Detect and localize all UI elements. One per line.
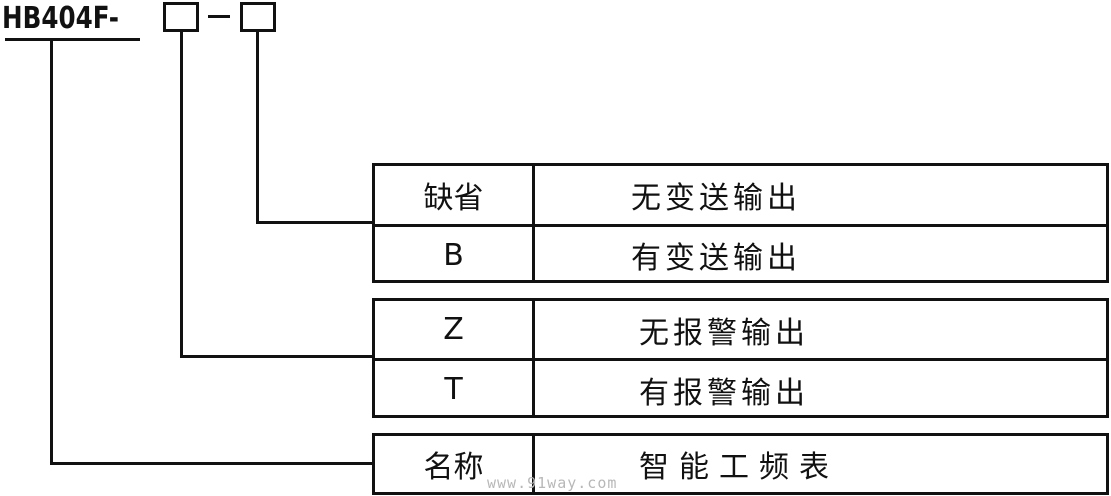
connector-transmit-vertical bbox=[256, 32, 259, 224]
table-row: Z 无报警输出 bbox=[375, 301, 1106, 358]
name-label: 名称 bbox=[375, 436, 535, 492]
separator-dash bbox=[208, 15, 230, 18]
transmit-option-slot bbox=[240, 2, 276, 32]
table-row: T 有报警输出 bbox=[375, 358, 1106, 418]
option-description: 无变送输出 bbox=[631, 181, 801, 216]
model-underline bbox=[5, 38, 140, 41]
connector-name-horizontal bbox=[50, 462, 374, 465]
connector-name-vertical bbox=[50, 40, 53, 465]
product-name: 智能工频表 bbox=[639, 450, 839, 485]
alarm-option-table: Z 无报警输出 T 有报警输出 bbox=[372, 298, 1109, 418]
watermark: www.91way.com bbox=[487, 474, 618, 492]
option-description: 有变送输出 bbox=[631, 241, 801, 276]
table-row: 名称 智能工频表 bbox=[375, 436, 1106, 492]
transmit-option-table: 缺省 无变送输出 B 有变送输出 bbox=[372, 163, 1109, 283]
connector-alarm-vertical bbox=[180, 32, 183, 358]
option-code: Z bbox=[375, 301, 535, 358]
option-code: T bbox=[375, 361, 535, 418]
option-code: 缺省 bbox=[375, 166, 535, 224]
table-row: 缺省 无变送输出 bbox=[375, 166, 1106, 224]
alarm-option-slot bbox=[163, 2, 199, 32]
connector-alarm-horizontal bbox=[180, 355, 374, 358]
product-name-table: 名称 智能工频表 bbox=[372, 433, 1109, 495]
option-description: 无报警输出 bbox=[639, 315, 809, 351]
model-prefix: HB404F- bbox=[2, 1, 119, 36]
option-description: 有报警输出 bbox=[639, 375, 809, 411]
connector-transmit-horizontal bbox=[256, 221, 374, 224]
table-row: B 有变送输出 bbox=[375, 224, 1106, 283]
option-code: B bbox=[375, 227, 535, 283]
